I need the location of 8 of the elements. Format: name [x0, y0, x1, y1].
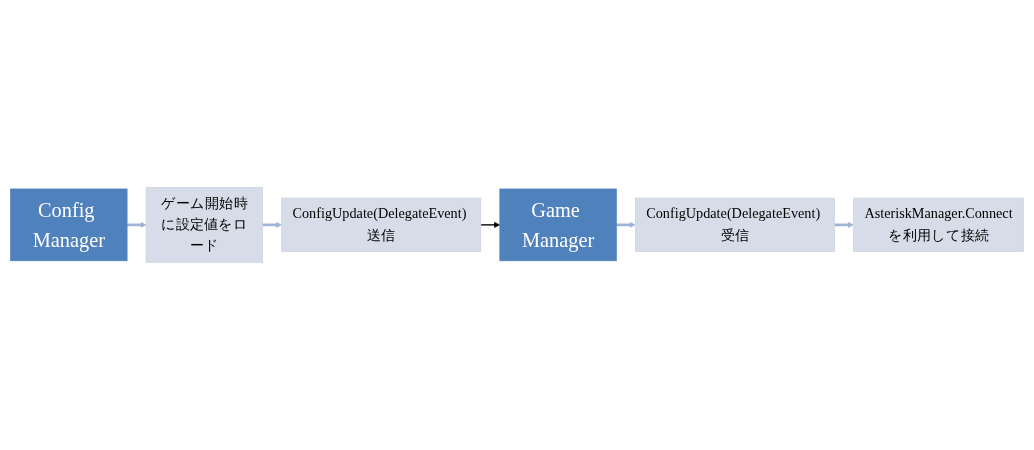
- node-box: Config Manager: [10, 188, 128, 262]
- node-box: ゲーム開始時に設定値をロード: [145, 187, 263, 263]
- arrow: [480, 222, 501, 228]
- node-box: ConfigUpdate(DelegateEvent) 受信: [635, 197, 835, 253]
- node-box: AsteriskManager.Connectを利用して接続: [853, 197, 1024, 253]
- node-box: Game Manager: [499, 188, 617, 262]
- node-box: ConfigUpdate(DelegateEvent) 送信: [281, 197, 482, 253]
- arrow: [616, 222, 636, 228]
